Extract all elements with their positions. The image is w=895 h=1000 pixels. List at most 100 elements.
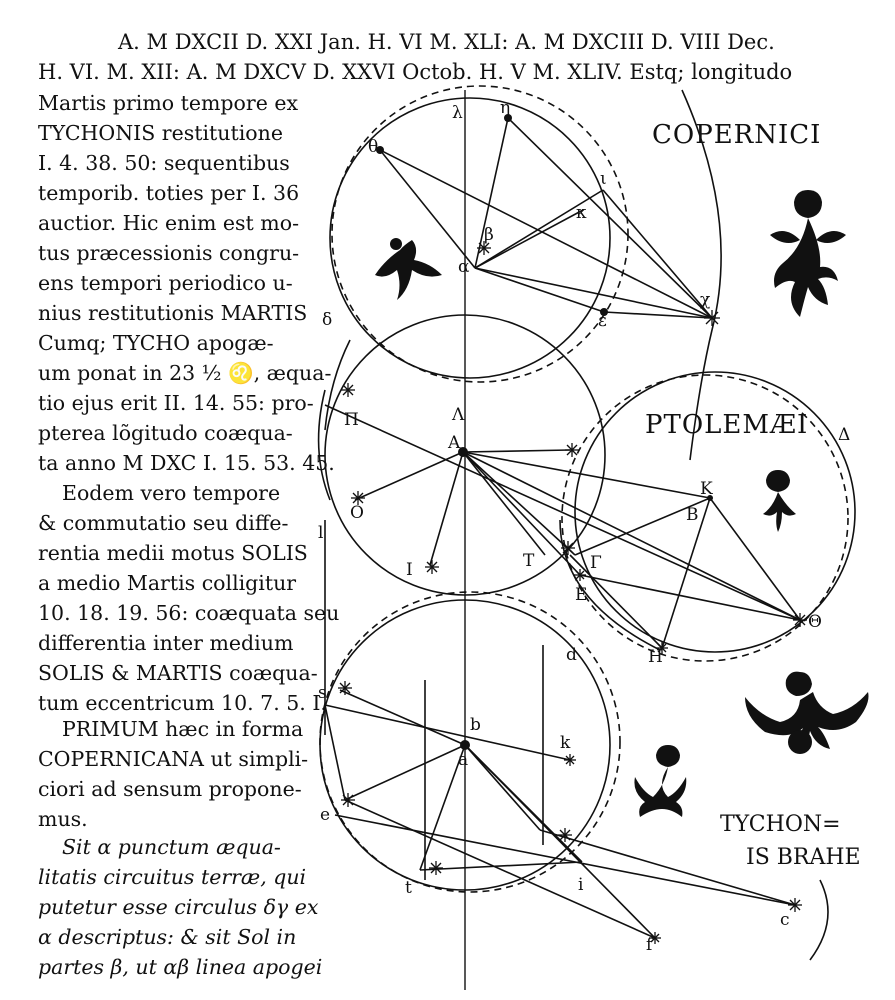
text-paragraph-italic: Sit α punctum æqua- litatis circuitus te… — [38, 832, 323, 982]
label-K: K — [700, 479, 713, 499]
text-line: tus præcessionis congru- — [38, 241, 300, 265]
line — [354, 451, 464, 501]
label-T: T — [523, 551, 535, 571]
tychonis-label-2: IS BRAHE — [746, 845, 861, 870]
label-s: s — [318, 683, 327, 703]
label-iota: ι — [600, 169, 607, 189]
text-line: pterea lõgitudo coæqua- — [38, 421, 293, 445]
arc — [324, 339, 351, 431]
text-line: Eodem vero tempore — [62, 481, 281, 505]
label-chi: χ — [700, 290, 710, 310]
line — [462, 451, 581, 576]
star-icon — [561, 541, 575, 555]
text-line: um ponat in 23 ½ ♌, æqua- — [38, 361, 332, 385]
line — [474, 189, 604, 269]
point — [707, 495, 713, 501]
label-a: a — [458, 750, 468, 770]
text-line: ciori ad sensum propone- — [38, 777, 302, 801]
text-paragraph-primum: PRIMUM hæc in forma COPERNICANA ut simpl… — [38, 714, 313, 834]
line — [379, 149, 713, 319]
text-line: litatis circuitus terræ, qui — [38, 865, 307, 889]
line — [569, 554, 663, 649]
copernici-label: COPERNICI — [652, 120, 822, 150]
label-d: d — [566, 645, 577, 665]
text-line: tio ejus erit II. 14. 55: pro- — [38, 391, 314, 415]
label-Delta: Δ — [838, 425, 850, 445]
star-icon — [793, 613, 807, 627]
text-line: TYCHONIS restitutione — [38, 121, 283, 145]
label-lambda: λ — [452, 103, 463, 123]
line — [602, 189, 713, 319]
star-icon — [704, 310, 720, 326]
text-line: nius restitutionis MARTIS — [38, 301, 308, 325]
text-line: ta anno M DXC I. 15. 53. 45. — [38, 451, 335, 475]
text-line: Sit α punctum æqua- — [62, 835, 281, 859]
fleuron-ornament-icon — [634, 745, 687, 817]
line — [339, 689, 466, 746]
fleuron-ornament-icon — [745, 671, 869, 754]
label-E: E — [575, 585, 587, 605]
text-line: putetur esse circulus δγ ex — [38, 895, 319, 919]
text-line: rentia medii motus SOLIS — [38, 541, 308, 565]
label-B: B — [686, 505, 699, 525]
outer-orbit-arc — [681, 89, 722, 461]
star-icon — [341, 383, 355, 397]
point — [460, 740, 470, 750]
star-icon — [788, 898, 802, 912]
line — [539, 829, 796, 906]
copernican-circle-dashed — [331, 85, 629, 383]
line — [379, 149, 476, 269]
line — [344, 799, 656, 939]
star-icon — [565, 443, 579, 457]
star-icon — [558, 828, 572, 842]
label-Theta: Θ — [808, 612, 822, 632]
line — [324, 704, 571, 761]
label-k: k — [560, 733, 571, 753]
label-c: c — [780, 910, 790, 930]
line — [462, 451, 711, 499]
star-icon — [341, 793, 355, 807]
header-line-2: H. VI. M. XII: A. M DXCV D. XXVI Octob. … — [38, 60, 793, 84]
line — [474, 267, 605, 313]
point — [458, 447, 468, 457]
label-delta: δ — [322, 310, 332, 330]
label-A: A — [447, 433, 461, 453]
line — [462, 451, 546, 556]
line — [429, 451, 464, 566]
label-i: i — [578, 875, 584, 895]
text-line: ens tempori periodico u- — [38, 271, 293, 295]
ptolemaic-circle-right — [574, 371, 856, 653]
point — [376, 146, 384, 154]
fleuron-ornament-icon — [770, 190, 846, 317]
fleuron-ornament-icon — [763, 470, 796, 532]
text-line: differentia inter medium — [38, 631, 294, 655]
line — [462, 449, 571, 453]
line — [419, 744, 466, 871]
arc — [809, 879, 829, 961]
line — [419, 861, 583, 871]
label-theta: θ — [368, 137, 378, 157]
star-icon — [649, 932, 661, 944]
line — [464, 744, 541, 831]
text-line: COPERNICANA ut simpli- — [38, 747, 309, 771]
tychonic-circle-dashed — [319, 591, 621, 893]
text-line: partes β, ut αβ linea apogei — [38, 955, 323, 979]
text-line: temporib. toties per I. 36 — [38, 181, 300, 205]
line — [579, 574, 801, 621]
label-b: b — [470, 715, 481, 735]
text-line: SOLIS & MARTIS coæqua- — [38, 661, 318, 685]
line — [462, 451, 801, 621]
label-I: I — [406, 560, 413, 580]
star-icon — [338, 681, 352, 695]
label-beta: β — [484, 225, 494, 245]
line — [661, 497, 711, 649]
label-Lambda: Λ — [451, 405, 465, 425]
tychonis-label-1: TYCHON= — [720, 812, 841, 837]
label-e: e — [320, 805, 330, 825]
label-f: f — [646, 935, 654, 955]
label-kappa: κ — [576, 203, 587, 223]
text-line: & commutatio seu diffe- — [38, 511, 289, 535]
label-alpha: α — [458, 257, 470, 277]
line — [324, 704, 346, 801]
